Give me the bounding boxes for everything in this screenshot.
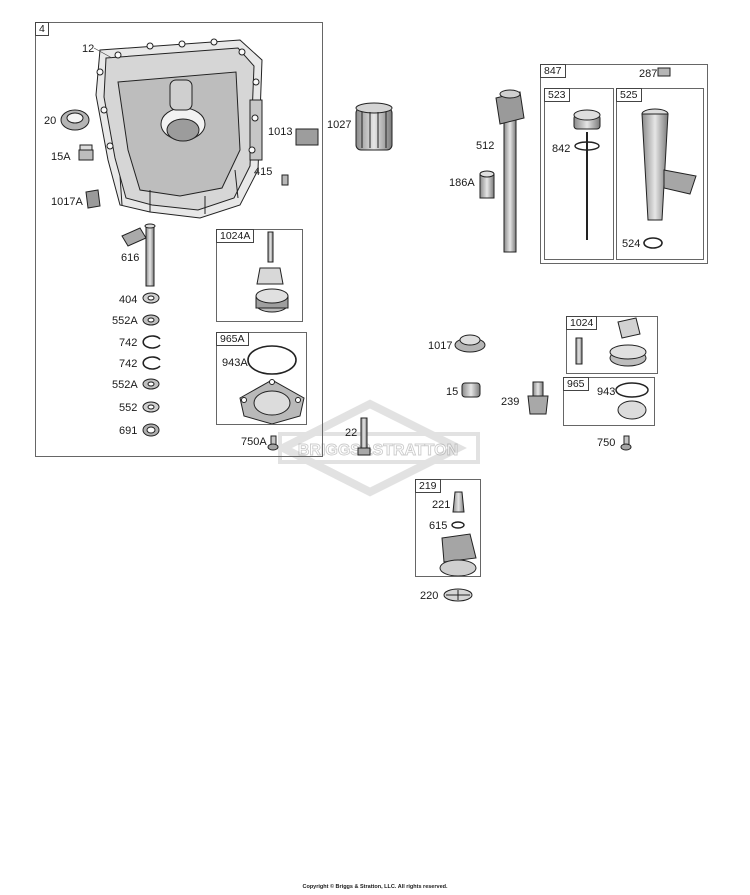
part-label-691: 691: [119, 425, 138, 437]
part-label-1017: 1017: [428, 340, 453, 352]
assembly-box-219-tag: 219: [415, 479, 441, 493]
assembly-box-4-tag: 4: [35, 22, 49, 36]
part-label-287: 287: [639, 68, 658, 80]
part-label-552a-2: 552A: [112, 379, 138, 391]
part-label-552a-1: 552A: [112, 315, 138, 327]
assembly-box-847-tag: 847: [540, 64, 566, 78]
brand-watermark: [274, 399, 480, 497]
assembly-box-219: [415, 479, 481, 577]
oil-filter-drawing: [355, 102, 393, 151]
part-label-239: 239: [501, 396, 520, 408]
rotor-220-drawing: [443, 588, 473, 602]
part-label-524: 524: [622, 238, 641, 250]
part-label-512: 512: [476, 140, 495, 152]
crankcase-drawing: [95, 38, 263, 219]
screw-415-drawing: [281, 174, 289, 186]
watermark-text: BRIGGS&STRATTON: [298, 442, 458, 459]
part-label-842: 842: [552, 143, 571, 155]
screw-287-drawing: [657, 67, 671, 77]
part-label-415: 415: [254, 166, 273, 178]
oil-seal-drawing: [60, 109, 90, 131]
governor-assembly-1024-drawing: [575, 317, 647, 367]
part-label-742-2: 742: [119, 358, 138, 370]
assembly-box-847: [540, 64, 708, 264]
gasket-plate-965-drawing: [615, 382, 649, 420]
copyright-text: Copyright © Briggs & Stratton, LLC. All …: [302, 884, 448, 890]
part-label-742-1: 742: [119, 337, 138, 349]
assembly-box-4: [35, 22, 323, 457]
dipstick-523-drawing: [573, 109, 601, 240]
part-label-15: 15: [446, 386, 459, 398]
leader-lines: [93, 47, 113, 59]
assembly-box-965-tag: 965: [563, 377, 589, 391]
part-label-221: 221: [432, 499, 451, 511]
part-label-22: 22: [345, 427, 358, 439]
part-label-750a: 750A: [241, 436, 267, 448]
assembly-box-525-tag: 525: [616, 88, 642, 102]
dipstick-tube-drawing: [479, 89, 525, 253]
assembly-box-1024a-tag: 1024A: [216, 229, 255, 243]
part-label-943a: 943A: [222, 357, 248, 369]
filter-1013-drawing: [295, 128, 319, 146]
part-label-1027: 1027: [327, 119, 352, 131]
part-1017-drawing: [454, 334, 486, 353]
assembly-box-965a-tag: 965A: [216, 332, 249, 346]
assembly-box-523: [544, 88, 614, 260]
breather-1017a-drawing: [85, 189, 101, 209]
part-label-943: 943: [597, 386, 616, 398]
sensor-239-drawing: [527, 381, 549, 415]
washer-stack-drawing: [142, 292, 161, 437]
part-label-20: 20: [44, 115, 57, 127]
fill-tube-525-drawing: [641, 108, 697, 249]
oil-pump-219-drawing: [439, 491, 477, 577]
part-label-615: 615: [429, 520, 448, 532]
part-label-1017a: 1017A: [51, 196, 83, 208]
part-label-186a: 186A: [449, 177, 475, 189]
part-label-750: 750: [597, 437, 616, 449]
part-label-552: 552: [119, 402, 138, 414]
part-label-616: 616: [121, 252, 140, 264]
part-label-404: 404: [119, 294, 138, 306]
part-label-15a: 15A: [51, 151, 71, 163]
assembly-box-965: [563, 377, 655, 426]
assembly-box-525: [616, 88, 704, 260]
assembly-box-1024: [566, 316, 658, 374]
bolt-22-drawing: [357, 417, 371, 456]
bolt-750-drawing: [620, 435, 632, 451]
part-label-220: 220: [420, 590, 439, 602]
assembly-box-965a: [216, 332, 307, 425]
governor-assembly-1024a-drawing: [255, 231, 289, 313]
assembly-box-523-tag: 523: [544, 88, 570, 102]
plug-15a-drawing: [78, 144, 94, 161]
part-label-12: 12: [82, 43, 95, 55]
assembly-box-1024a: [216, 229, 303, 322]
part-label-1013: 1013: [268, 126, 293, 138]
assembly-box-1024-tag: 1024: [566, 316, 598, 330]
bolt-750a-drawing: [267, 435, 279, 451]
gasket-plate-965a-drawing: [239, 345, 305, 425]
governor-shaft-drawing: [121, 223, 156, 287]
plug-15-drawing: [461, 382, 481, 398]
